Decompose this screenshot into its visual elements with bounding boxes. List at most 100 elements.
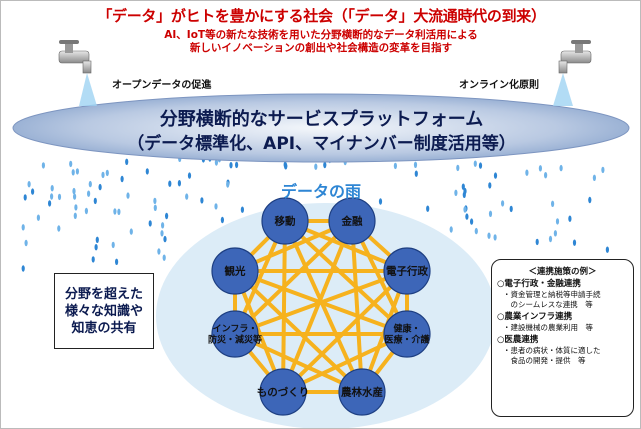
water-drop-icon <box>95 244 98 250</box>
water-drop-icon <box>470 218 473 224</box>
water-drop-icon <box>57 225 60 231</box>
platform-title: 分野横断的なサービスプラットフォーム <box>1 105 641 131</box>
page-title: 「データ」がヒトを豊かにする社会（「データ」大流通時代の到来） <box>1 5 641 26</box>
node-label: 健康・ <box>393 323 420 335</box>
water-drop-icon <box>414 162 417 168</box>
node-label: 防災・減災等 <box>208 334 262 346</box>
water-drop-icon <box>544 172 547 178</box>
water-drop-icon <box>463 188 466 194</box>
water-drop-icon <box>28 181 31 187</box>
water-drop-icon <box>556 218 559 224</box>
water-drop-icon <box>494 172 497 178</box>
water-drop-icon <box>510 206 513 212</box>
water-drop-icon <box>69 161 72 167</box>
water-drop-icon <box>50 193 53 199</box>
node-label: 電子行政 <box>386 265 428 278</box>
water-drop-icon <box>479 162 482 168</box>
water-drop-icon <box>573 240 576 246</box>
network-node: 健康・医療・介護 <box>384 311 430 357</box>
water-drop-icon <box>539 165 542 171</box>
example-line: ・患者の病状・体質に適した <box>497 346 628 356</box>
water-drop-icon <box>157 248 160 254</box>
node-label: 金融 <box>341 215 363 228</box>
node-label: 移動 <box>275 215 296 228</box>
water-drop-icon <box>74 213 77 219</box>
water-drop-icon <box>58 194 61 200</box>
water-drop-icon <box>146 168 149 174</box>
water-drop-icon <box>42 162 45 168</box>
water-drop-icon <box>130 228 133 234</box>
water-drop-icon <box>229 162 232 168</box>
water-drop-icon <box>76 168 79 174</box>
node-label: 医療・介護 <box>384 334 430 346</box>
water-drop-icon <box>426 206 429 212</box>
node-label: ものづくり <box>257 386 310 399</box>
examples-box: ＜連携施策の例＞ ○電子行政・金融連携 ・資金管理と納税等申請手続 のシームレス… <box>491 259 634 417</box>
knowledge-box: 分野を超えた 様々な知識や 知恵の共有 <box>54 273 154 349</box>
water-drop-icon <box>463 206 466 212</box>
water-drop-icon <box>72 169 75 175</box>
water-drop-icon <box>450 226 453 232</box>
tap-label-right: オンライン化原則 <box>459 76 539 91</box>
water-drop-icon <box>415 171 418 177</box>
water-drop-icon <box>92 256 95 262</box>
water-drop-icon <box>22 224 25 230</box>
example-item: ○農業インフラ連携 ・建設機械の農業利用 等 <box>497 312 628 333</box>
water-drop-icon <box>606 247 609 253</box>
example-line: のシームレスな連携 等 <box>497 300 628 310</box>
water-drop-icon <box>163 236 166 242</box>
water-drop-icon <box>115 259 118 265</box>
water-drop-icon <box>554 230 557 236</box>
water-drop-icon <box>160 230 163 236</box>
water-drop-icon <box>31 188 34 194</box>
water-drop-icon <box>153 198 156 204</box>
water-drop-icon <box>241 207 244 213</box>
water-drop-icon <box>24 194 27 200</box>
water-drop-icon <box>106 170 109 176</box>
water-drop-icon <box>536 239 539 245</box>
water-drop-icon <box>588 197 591 203</box>
water-drop-icon <box>99 184 102 190</box>
water-drop-icon <box>394 163 397 169</box>
example-heading: ○農業インフラ連携 <box>497 312 628 323</box>
water-drop-icon <box>475 228 478 234</box>
water-drop-icon <box>178 180 181 186</box>
water-drop-icon <box>221 217 224 223</box>
water-drop-icon <box>112 242 115 248</box>
water-drop-icon <box>87 191 90 197</box>
water-drop-icon <box>94 198 97 204</box>
network-node: 電子行政 <box>384 248 430 294</box>
water-drop-icon <box>96 237 99 243</box>
water-drop-icon <box>465 213 468 219</box>
water-drop-icon <box>163 255 166 261</box>
examples-title: ＜連携施策の例＞ <box>497 265 628 277</box>
water-drop-icon <box>474 161 477 167</box>
subtitle-line: AI、IoT等の新たな技術を用いた分野横断的なデータ利活用による <box>121 29 521 42</box>
node-label: 観光 <box>225 265 246 278</box>
water-drop-icon <box>117 209 120 215</box>
water-drop-icon <box>37 215 40 221</box>
water-drop-icon <box>525 170 528 176</box>
water-drop-icon <box>165 213 168 219</box>
water-drop-icon <box>22 265 25 271</box>
platform-subtitle: （データ標準化、API、マイナンバー制度活用等） <box>1 129 641 154</box>
water-drop-icon <box>235 162 238 168</box>
network-node: 観光 <box>212 248 258 294</box>
example-heading: ○医農連携 <box>497 335 628 346</box>
water-drop-icon <box>72 188 75 194</box>
water-drop-icon <box>25 240 28 246</box>
water-drop-icon <box>188 172 191 178</box>
water-drop-icon <box>74 204 77 210</box>
network-node: 金融 <box>329 198 375 244</box>
faucet-icon-right <box>553 40 591 106</box>
network-node: 移動 <box>262 198 308 244</box>
water-drop-icon <box>501 200 504 206</box>
subtitle: AI、IoT等の新たな技術を用いた分野横断的なデータ利活用による 新しいイノベー… <box>121 29 521 55</box>
water-drop-icon <box>125 159 128 165</box>
example-heading: ○電子行政・金融連携 <box>497 279 628 290</box>
water-drop-icon <box>51 185 54 191</box>
water-drop-icon <box>185 193 188 199</box>
water-drop-icon <box>601 167 604 173</box>
water-drop-icon <box>454 190 457 196</box>
example-line: ・建設機械の農業利用 等 <box>497 323 628 333</box>
